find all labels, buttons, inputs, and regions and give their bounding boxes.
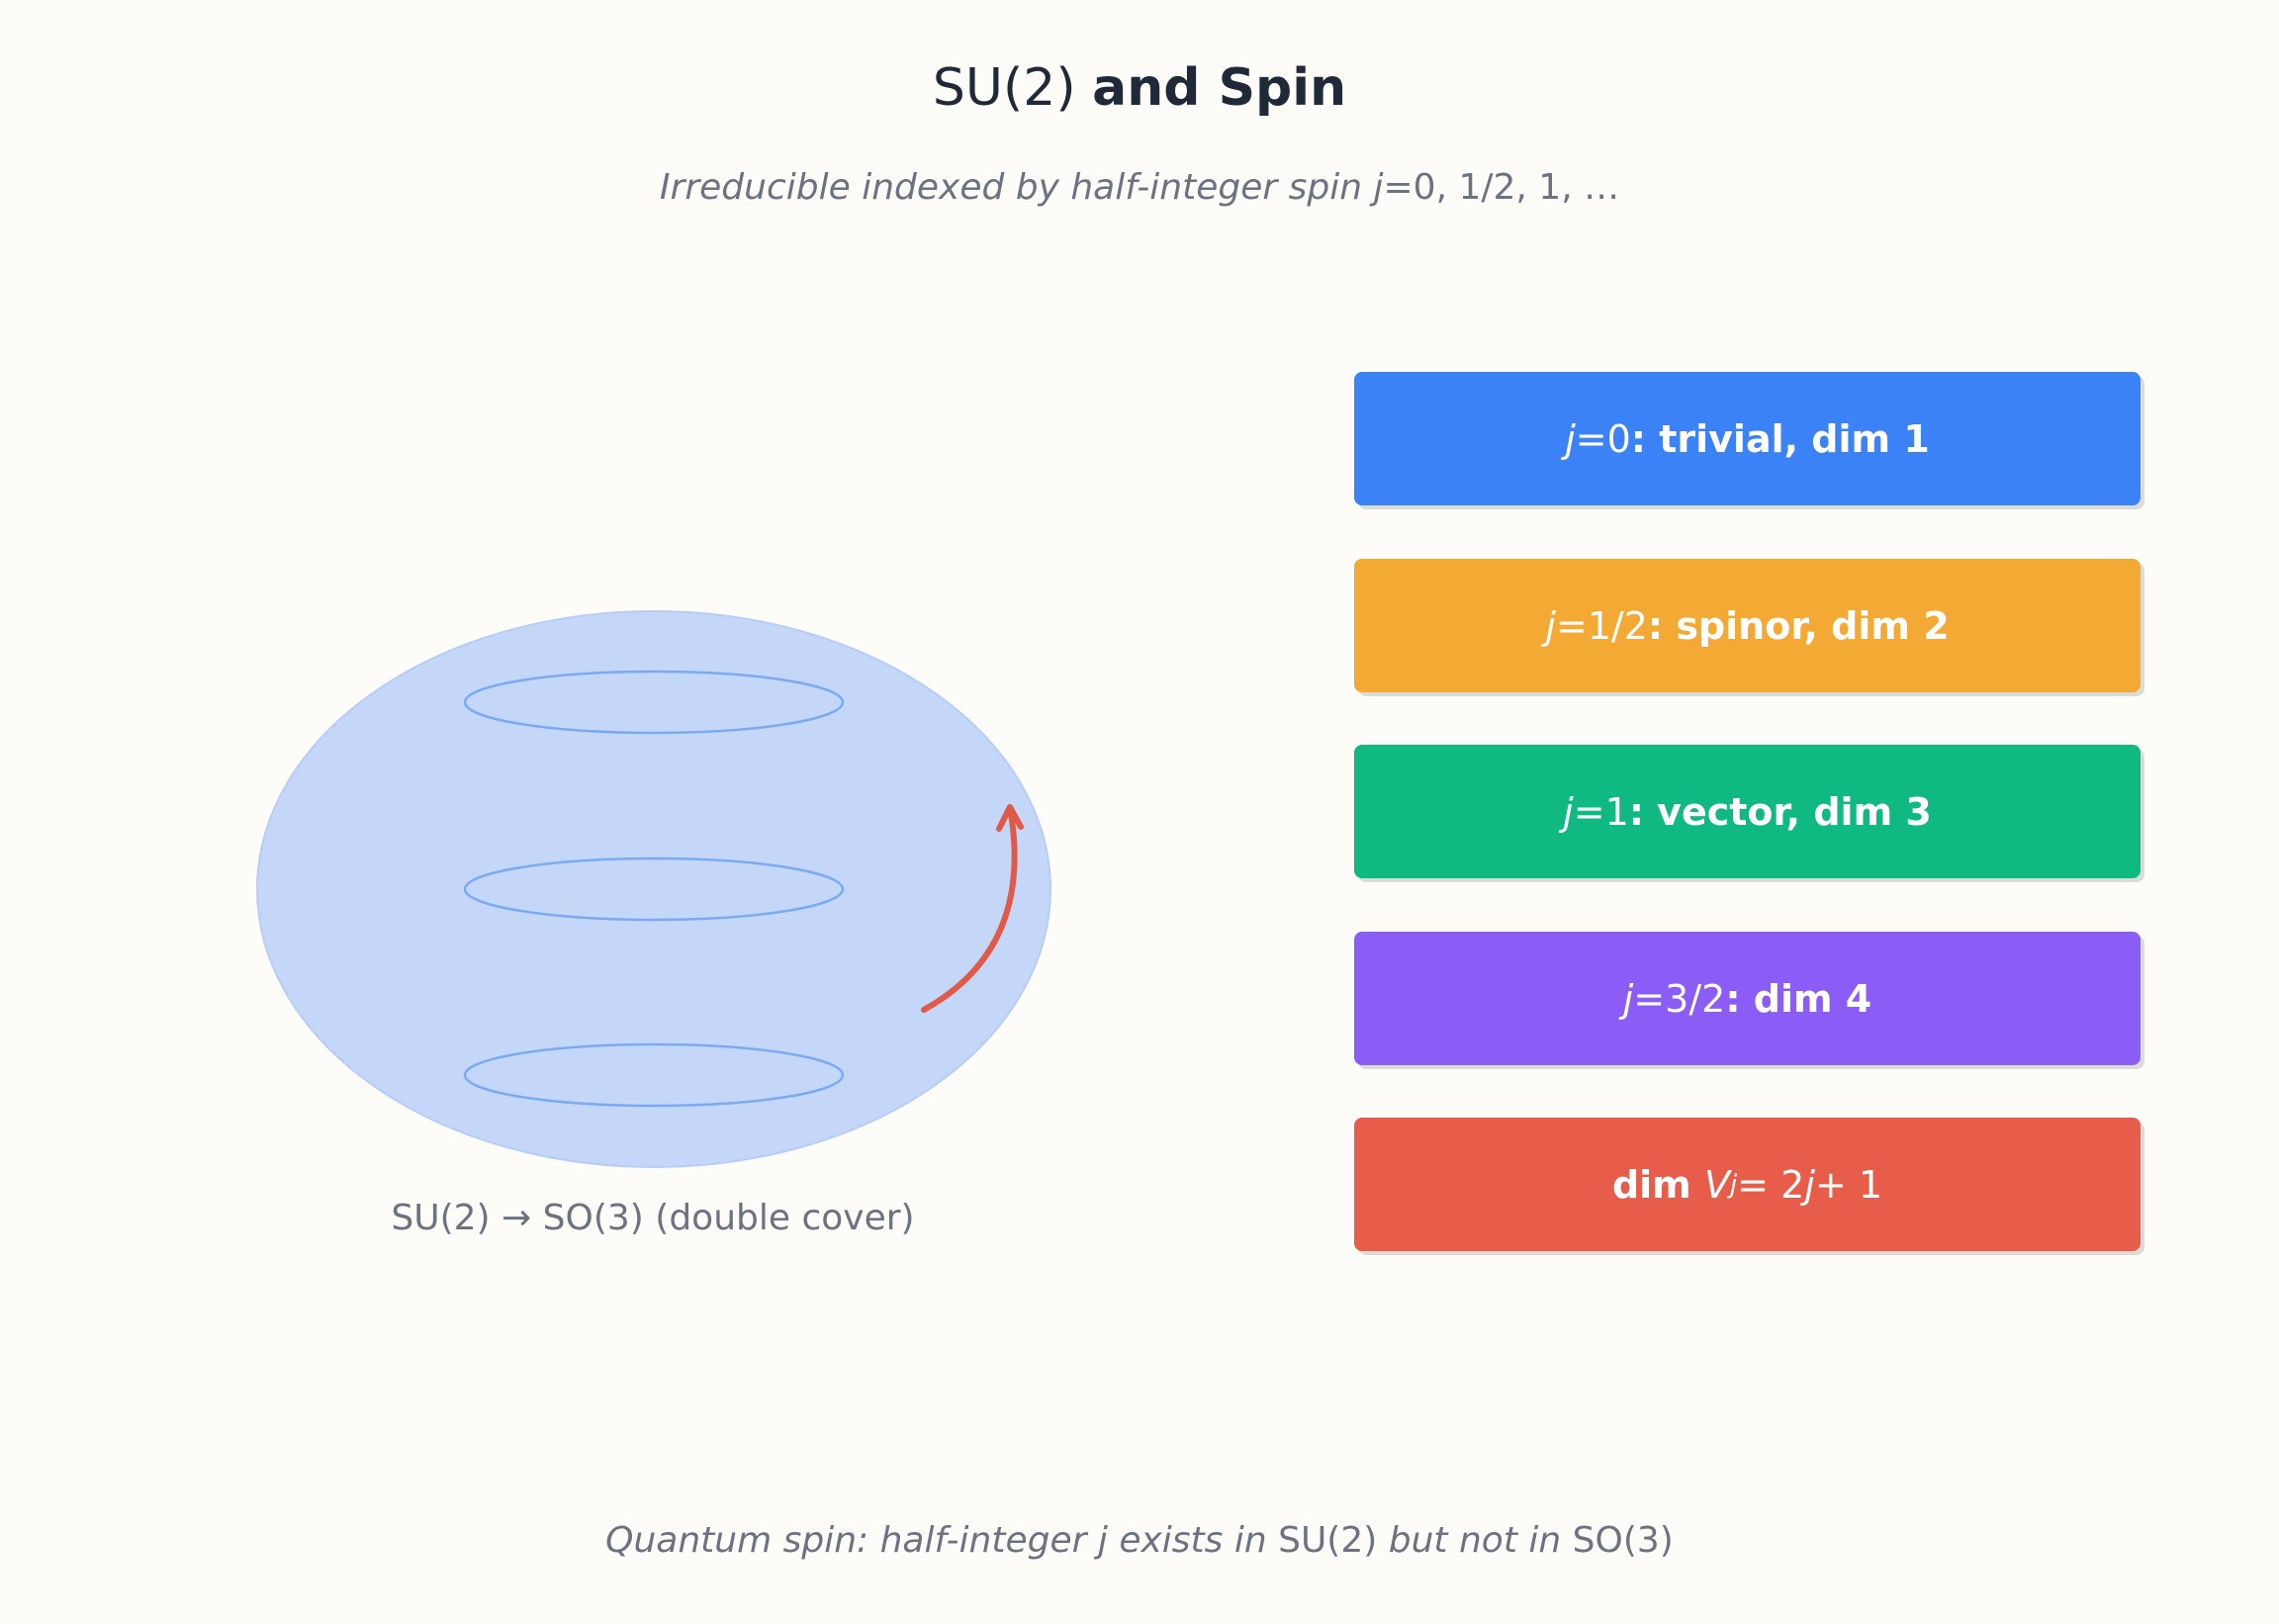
card-var: j [1622, 976, 1634, 1021]
card-rel: = [1573, 789, 1605, 834]
formula-symbol: V [1704, 1162, 1731, 1207]
footer-group1: SU(2) [1278, 1520, 1378, 1561]
card-var: j [1563, 789, 1574, 834]
formula-tail: + 1 [1814, 1162, 1883, 1207]
card-rel: = [1633, 976, 1666, 1021]
footer-var: j [1097, 1520, 1108, 1561]
sphere-icon [256, 610, 1051, 1168]
card-desc: : trivial, dim 1 [1630, 416, 1930, 461]
card-value: 1/2 [1587, 603, 1648, 648]
footer-note: Quantum spin: half-integer j exists in S… [0, 1519, 2279, 1562]
card-spin-1: j=1: vector, dim 3 [1354, 745, 2141, 878]
formula-prefix: dim [1611, 1162, 1691, 1207]
card-desc: : spinor, dim 2 [1647, 603, 1950, 648]
latitude-ring-icon [463, 1042, 845, 1108]
title-rest: and Spin [1092, 58, 1347, 118]
card-var: j [1545, 603, 1556, 648]
latitude-ring-icon [463, 670, 845, 735]
footer-part1: Quantum spin: half-integer [605, 1520, 1087, 1561]
card-spin-3-half: j=3/2: dim 4 [1354, 932, 2141, 1065]
page-title: SU(2) and Spin [0, 57, 2279, 119]
formula-subscript: j [1730, 1169, 1738, 1200]
formula-var: j [1804, 1162, 1815, 1207]
subtitle-prefix: Irreducible indexed by half-integer spin [659, 167, 1363, 208]
page-subtitle: Irreducible indexed by half-integer spin… [0, 166, 2279, 209]
latitude-ring-icon [463, 857, 845, 922]
rotation-arrow-icon [921, 804, 1024, 1013]
footer-group2: SO(3) [1572, 1520, 1674, 1561]
card-rel: = [1575, 416, 1607, 461]
title-group: SU(2) [932, 58, 1076, 118]
card-var: j [1565, 416, 1576, 461]
card-desc: : vector, dim 3 [1628, 789, 1932, 834]
subtitle-var: j [1373, 167, 1384, 208]
formula-rel: = 2 [1737, 1162, 1805, 1207]
sphere-caption: SU(2) → SO(3) (double cover) [391, 1198, 915, 1238]
card-value: 3/2 [1665, 976, 1726, 1021]
card-spin-0: j=0: trivial, dim 1 [1354, 372, 2141, 505]
footer-part3: but not in [1388, 1520, 1562, 1561]
subtitle-rel: = [1383, 167, 1413, 208]
footer-part2: exists in [1119, 1520, 1267, 1561]
card-rel: = [1555, 603, 1588, 648]
card-value: 0 [1606, 416, 1631, 461]
subtitle-values: 0, 1/2, 1, … [1413, 167, 1620, 208]
card-value: 1 [1604, 789, 1629, 834]
card-desc: : dim 4 [1725, 976, 1872, 1021]
card-spin-half: j=1/2: spinor, dim 2 [1354, 559, 2141, 692]
